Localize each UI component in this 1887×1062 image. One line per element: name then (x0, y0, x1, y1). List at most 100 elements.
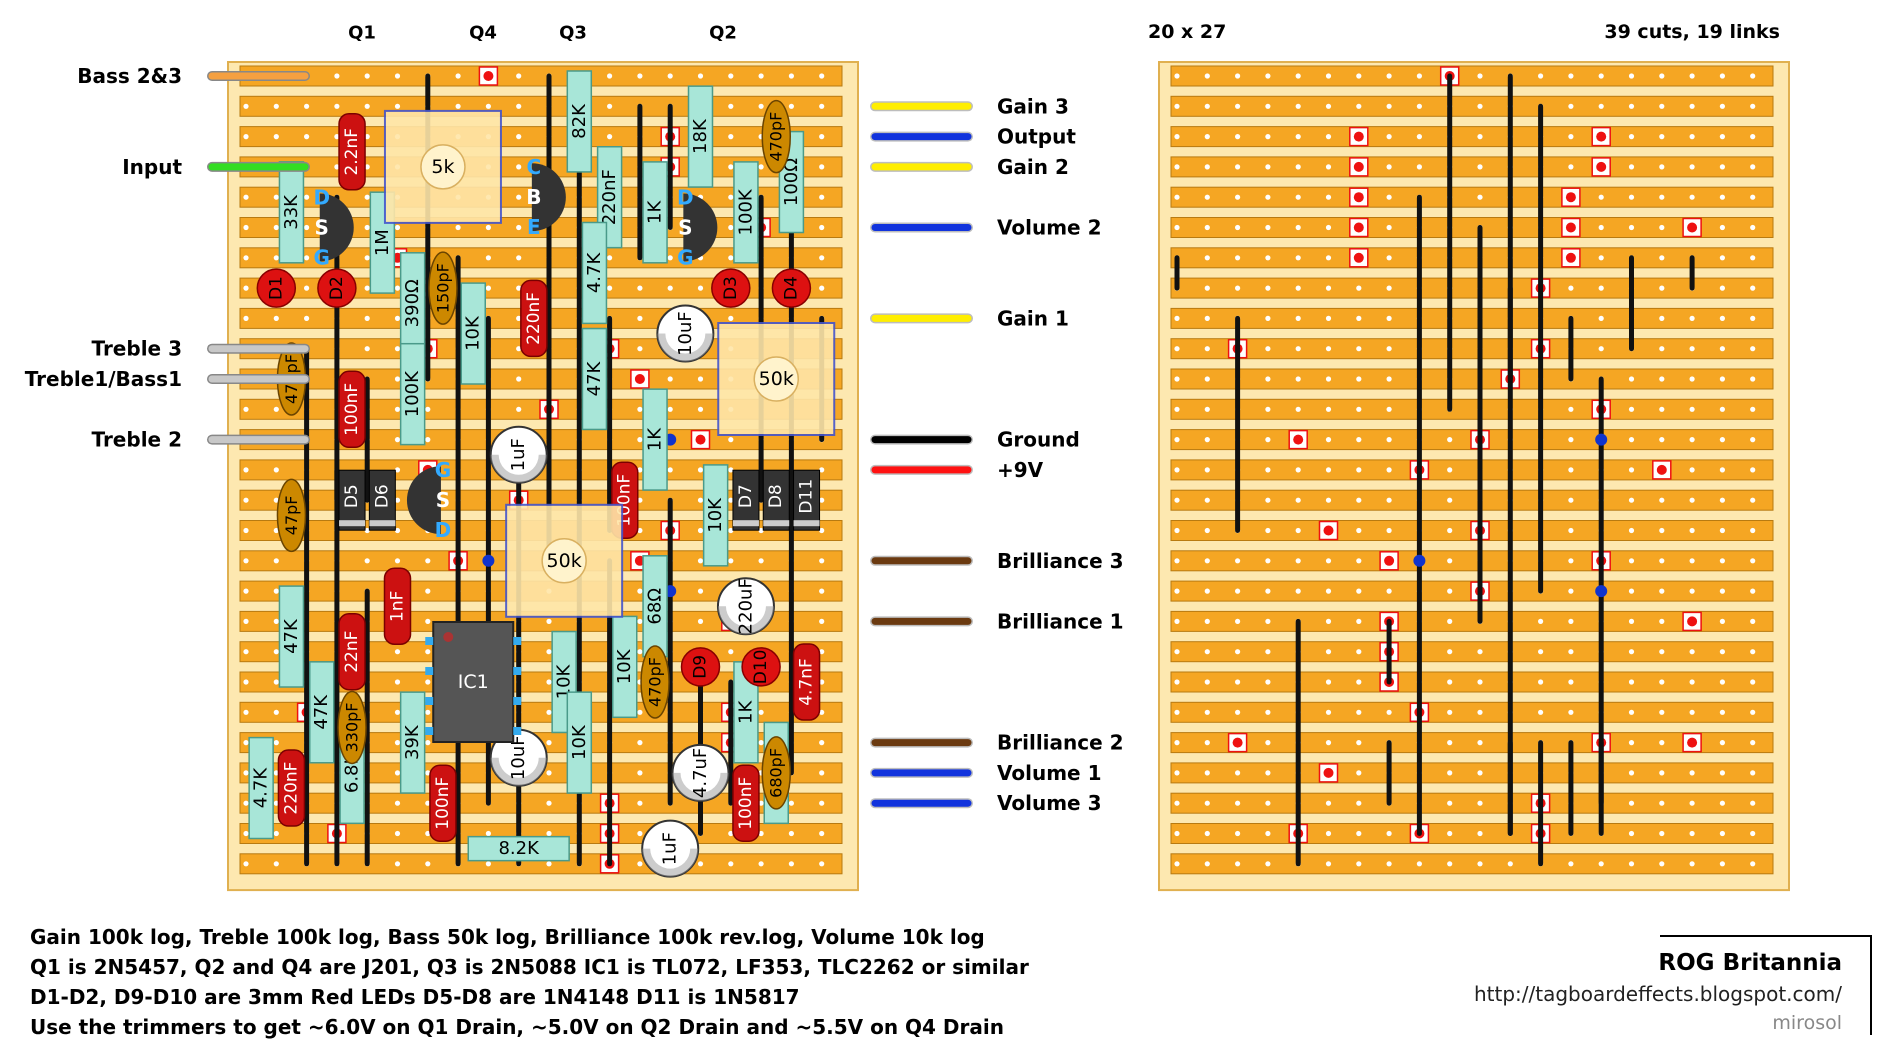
strip-hole (1568, 103, 1574, 109)
resistor-value: 47K (281, 618, 302, 654)
capacitor-value: 150pF (433, 263, 452, 313)
signature-block: ROG Britannia http://tagboardeffects.blo… (1474, 950, 1842, 1034)
strip-hole (1235, 861, 1241, 867)
strip-hole (273, 527, 279, 534)
strip-hole (1265, 164, 1271, 170)
strip-hole (1477, 103, 1483, 109)
strip-hole (819, 224, 825, 231)
strip-hole (1719, 618, 1725, 625)
resistor-value: 100Ω (781, 158, 802, 206)
strip-hole (273, 709, 279, 715)
strip-hole (273, 588, 279, 594)
strip-hole (1568, 649, 1574, 655)
site-link[interactable]: http://tagboardeffects.blogspot.com/ (1473, 982, 1842, 1006)
resistor-value: 100K (402, 370, 423, 417)
strip-hole (1628, 618, 1635, 625)
strip-hole (1325, 861, 1332, 867)
strip-hole (637, 740, 643, 746)
transistor-header: Q3 (559, 23, 587, 44)
strip-hole (1325, 73, 1332, 79)
strip-hole (728, 497, 734, 503)
strip-hole (819, 255, 825, 261)
strip-hole (425, 770, 431, 776)
strip-hole (1568, 467, 1574, 473)
ceramic-capacitor (732, 764, 760, 842)
strip-hole (1265, 830, 1271, 837)
strip-hole (516, 255, 522, 261)
strip-hole (697, 376, 704, 382)
strip-hole (394, 770, 401, 776)
strip-cut-mark (634, 374, 645, 384)
strip-cut-mark (1353, 131, 1364, 142)
strip-hole (1356, 588, 1362, 594)
copper-strip (1170, 247, 1774, 269)
strip-hole (485, 224, 491, 231)
strip-hole (425, 406, 431, 412)
strip-hole (1750, 194, 1756, 200)
strip-hole (1235, 103, 1241, 109)
copper-strip (1170, 671, 1774, 693)
junction-dot (482, 554, 495, 567)
strip-hole (1265, 134, 1271, 140)
strip-hole (1538, 73, 1544, 79)
strip-hole (1689, 73, 1695, 79)
diode-label: D6 (372, 484, 392, 508)
strip-hole (1659, 376, 1665, 382)
strip-hole (1568, 558, 1574, 564)
strip-hole (1204, 285, 1210, 291)
strip-hole (485, 255, 491, 261)
strip-hole (1447, 830, 1453, 837)
strip-hole (1204, 164, 1210, 170)
ceramic-capacitor (338, 370, 366, 449)
strip-hole (637, 527, 643, 534)
strip-hole (1689, 770, 1695, 776)
strip-hole (1235, 255, 1241, 261)
ceramic-capacitor (520, 279, 548, 358)
strip-hole (637, 467, 643, 473)
strip-hole (364, 164, 370, 170)
strip-hole (1689, 437, 1695, 443)
strip-hole (243, 224, 249, 231)
strip-hole (1750, 285, 1756, 291)
note-line: Q1 is 2N5457, Q2 and Q4 are J201, Q3 is … (30, 955, 1029, 979)
note-line: D1-D2, D9-D10 are 3mm Red LEDs D5-D8 are… (30, 985, 800, 1009)
ic-pin (513, 667, 522, 675)
strip-hole (1174, 194, 1180, 200)
strip-cut-mark (1687, 616, 1698, 627)
strip-hole (1265, 800, 1271, 806)
transistor-body (319, 193, 354, 262)
capacitor-value: 680pF (767, 748, 786, 798)
strip-hole (1325, 164, 1332, 170)
strip-hole (1386, 497, 1392, 503)
transistor-pin: G (677, 246, 693, 270)
strip-hole (273, 649, 279, 655)
strip-hole (1356, 800, 1362, 806)
strip-hole (697, 406, 704, 412)
junction-dot (1595, 433, 1608, 446)
strip-hole (697, 467, 704, 473)
resistor-value: 39K (402, 724, 423, 760)
note-line: Gain 100k log, Treble 100k log, Bass 50k… (30, 925, 985, 949)
strip-hole (1325, 376, 1332, 382)
strip-cut-mark (1565, 192, 1576, 203)
strip-hole (1204, 406, 1210, 412)
strip-hole (1356, 103, 1362, 109)
strip-hole (1719, 588, 1725, 594)
strip-hole (1750, 73, 1756, 79)
strip-hole (1235, 194, 1241, 200)
copper-strip (1170, 126, 1774, 148)
strip-hole (1295, 558, 1301, 564)
strip-hole (394, 346, 401, 352)
strip-hole (1568, 134, 1574, 140)
strip-hole (394, 679, 401, 685)
copper-strip (1170, 823, 1774, 844)
diode-label: D3 (721, 276, 741, 300)
strip-hole (1628, 527, 1635, 534)
trimmer-value: 50k (759, 368, 794, 390)
strip-hole (1689, 346, 1695, 352)
resistor (399, 342, 426, 446)
strip-hole (819, 618, 825, 625)
strip-hole (273, 618, 279, 625)
transistor-header: Q4 (469, 23, 497, 44)
